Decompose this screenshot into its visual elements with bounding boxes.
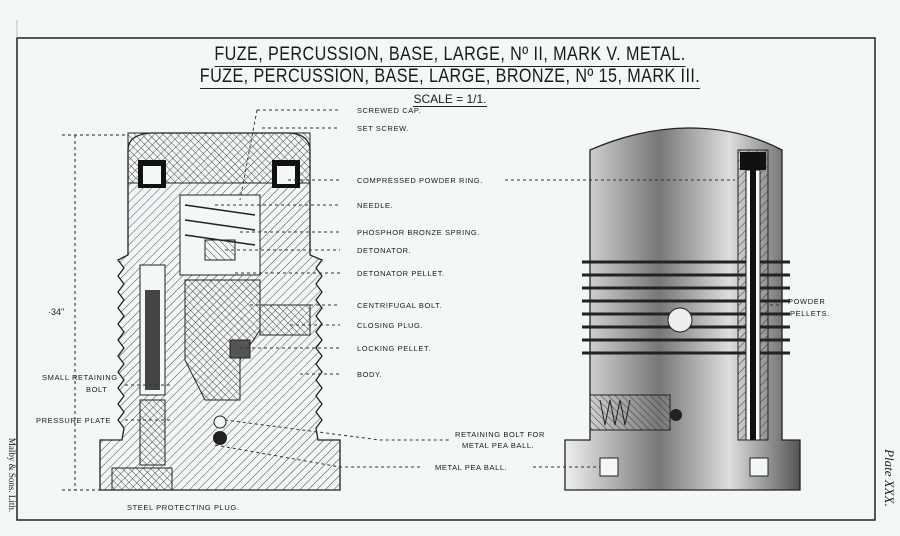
leader-lines — [125, 109, 780, 468]
scale: SCALE = 1/1. — [413, 92, 487, 107]
label-closing-plug: CLOSING PLUG. — [357, 321, 424, 330]
label-metal-pea-ball: METAL PEA BALL. — [435, 463, 508, 472]
label-locking-pellet: LOCKING PELLET. — [357, 344, 432, 353]
label-set-screw: SET SCREW. — [357, 124, 410, 133]
left-fuze-section — [62, 132, 341, 491]
plate-number: Plate XXX. — [881, 449, 897, 507]
title-line-1: FUZE, PERCUSSION, BASE, LARGE, Nº II, MA… — [214, 44, 686, 67]
dimension-label: ·34" — [48, 307, 65, 317]
label-small-retaining-1: SMALL RETAINING — [42, 373, 118, 382]
label-retaining-bolt-2: METAL PEA BALL. — [462, 441, 535, 450]
plate-border — [16, 37, 876, 521]
label-body: BODY. — [357, 370, 383, 379]
label-detonator-pellet: DETONATOR PELLET. — [357, 269, 445, 278]
label-pressure-plate: PRESSURE PLATE — [36, 416, 111, 425]
label-steel-protecting-plug: STEEL PROTECTING PLUG. — [127, 503, 240, 512]
label-powder-1: POWDER — [788, 297, 826, 306]
label-powder-2: PELLETS. — [790, 309, 830, 318]
label-screwed-cap: SCREWED CAP. — [357, 106, 422, 115]
label-detonator: DETONATOR. — [357, 246, 412, 255]
label-compressed-powder-ring: COMPRESSED POWDER RING. — [357, 176, 483, 185]
label-retaining-bolt-1: RETAINING BOLT FOR — [455, 430, 545, 439]
label-centrifugal-bolt: CENTRIFUGAL BOLT. — [357, 301, 443, 310]
label-needle: NEEDLE. — [357, 201, 394, 210]
right-fuze-elevation — [564, 127, 801, 491]
printer-credit: Malby & Sons. Lith. — [7, 437, 18, 513]
label-small-retaining-2: BOLT — [86, 385, 108, 394]
title-line-2: FUZE, PERCUSSION, BASE, LARGE, BRONZE, N… — [199, 66, 701, 89]
label-spring: PHOSPHOR BRONZE SPRING. — [357, 228, 480, 237]
